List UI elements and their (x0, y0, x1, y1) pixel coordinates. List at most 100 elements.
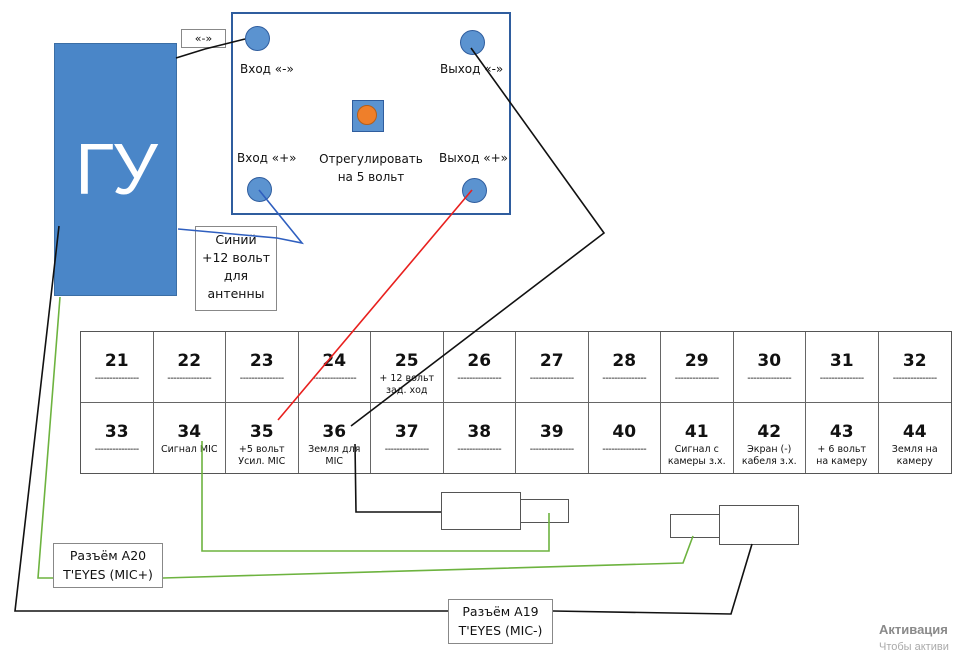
pin-number: 41 (684, 421, 709, 442)
pin-number: 36 (322, 421, 347, 442)
pin-number: 25 (394, 351, 419, 371)
pin-cell: 26 --------------- (443, 332, 516, 403)
pin-cell: 30 --------------- (733, 332, 806, 403)
pin-number: 37 (394, 421, 419, 442)
pin-description: --------------- (239, 373, 284, 384)
pin-number: 30 (757, 351, 782, 371)
pin-number: 32 (902, 351, 927, 371)
pin-description: --------------- (94, 443, 139, 455)
pin-description: + 12 вольт зад. ход (379, 373, 435, 396)
blue-wire-note: Синий +12 вольт для антенны (195, 226, 277, 311)
pin-number: 43 (829, 421, 854, 442)
pin-description: --------------- (747, 373, 792, 384)
wire-black-socket (552, 543, 753, 615)
input-plus-terminal (247, 177, 272, 202)
pin-cell: 21 --------------- (81, 332, 154, 403)
output-minus-label: Выход «-» (440, 62, 504, 76)
input-minus-terminal (245, 26, 270, 51)
pin-cell: 23 --------------- (226, 332, 299, 403)
pin-description: --------------- (529, 443, 574, 455)
pin-description: Сигнал MIC (160, 443, 218, 455)
mic-plug-tip (520, 499, 569, 523)
pin-description: --------------- (384, 443, 429, 455)
pin-cell: 28 --------------- (588, 332, 661, 403)
pin-cell: 32--------------- (878, 332, 951, 403)
pin-number: 38 (467, 421, 492, 442)
pin-cell: 39--------------- (516, 402, 589, 473)
note-line: для (223, 268, 249, 283)
pin-number: 22 (177, 351, 202, 371)
connector-a20-line: T'EYES (MIC+) (63, 567, 153, 582)
minus-tag: «-» (181, 29, 226, 48)
pin-number: 21 (104, 351, 129, 371)
mic-socket-body (719, 505, 799, 545)
pin-description: --------------- (457, 373, 502, 384)
pin-number: 26 (467, 351, 492, 371)
pin-description: +5 вольт Усил. MIC (238, 443, 286, 467)
mic-socket-tip (670, 514, 720, 538)
pin-description: --------------- (602, 373, 647, 384)
pin-number: 40 (612, 421, 637, 442)
pin-cell: 27 --------------- (516, 332, 589, 403)
pin-description: --------------- (312, 373, 357, 384)
input-minus-label: Вход «-» (240, 62, 294, 76)
pin-description: Сигнал с камеры з.х. (667, 443, 726, 467)
pin-cell: 33--------------- (81, 402, 154, 473)
connector-a20-line: Разъём А20 (69, 548, 147, 563)
input-plus-label: Вход «+» (237, 151, 297, 165)
pin-number: 39 (539, 421, 564, 442)
pin-number: 44 (902, 421, 927, 442)
pin-cell: 35+5 вольт Усил. MIC (226, 402, 299, 473)
output-minus-terminal (460, 30, 485, 55)
pin-cell: 24 --------------- (298, 332, 371, 403)
pin-cell: 29--------------- (661, 332, 734, 403)
pin-cell: 40--------------- (589, 402, 661, 473)
output-plus-label: Выход «+» (439, 151, 508, 165)
pin-cell: 38--------------- (444, 402, 516, 473)
pin-number: 35 (249, 421, 274, 442)
pin-cell: 43+ 6 вольт на камеру (806, 402, 879, 473)
mic-plug-body (441, 492, 521, 530)
pin-description: Экран (-) кабеля з.х. (741, 443, 797, 467)
wire-green-a20 (37, 296, 61, 579)
connector-a19-line: T'EYES (MIC-) (458, 623, 543, 638)
pin-description: --------------- (94, 373, 139, 384)
pin-number: 23 (249, 351, 274, 371)
pin-description: --------------- (674, 373, 719, 384)
note-line: Синий (215, 232, 257, 247)
activation-watermark-subtext: Чтобы активи (879, 641, 949, 653)
pin-cell: 31 --------------- (806, 332, 879, 403)
pin-description: + 6 вольт на камеру (816, 443, 868, 467)
pin-number: 33 (104, 421, 129, 442)
pin-number: 27 (539, 351, 564, 371)
pin-description: --------------- (457, 443, 502, 455)
pin-cell: 22 --------------- (153, 332, 226, 403)
note-line: +12 вольт (201, 250, 270, 265)
pin-number: 34 (177, 421, 202, 442)
pin-description: Земля на камеру (891, 443, 938, 467)
pin-number: 28 (612, 351, 637, 371)
connector-a19-label: Разъём А19 T'EYES (MIC-) (448, 599, 553, 644)
pin-number: 24 (322, 351, 347, 371)
pin-description: --------------- (167, 373, 212, 384)
pin-cell: 37--------------- (371, 402, 444, 473)
activation-watermark: Активация (879, 622, 948, 637)
connector-a20-label: Разъём А20 T'EYES (MIC+) (53, 543, 163, 588)
adjust-label: Отрегулировать на 5 вольт (319, 152, 423, 184)
connector-a19-line: Разъём А19 (462, 604, 539, 619)
trimmer-knob-icon (357, 105, 377, 125)
pin-number: 31 (829, 351, 854, 371)
note-line: антенны (207, 286, 265, 301)
wire-green-socket (162, 535, 694, 579)
pin-number: 42 (757, 421, 782, 442)
pin-description: --------------- (602, 443, 647, 455)
head-unit-block: ГУ (54, 43, 177, 296)
pin-description: --------------- (529, 373, 574, 384)
pin-description: --------------- (819, 373, 864, 384)
pin-description: Земля для MIC (308, 443, 361, 467)
